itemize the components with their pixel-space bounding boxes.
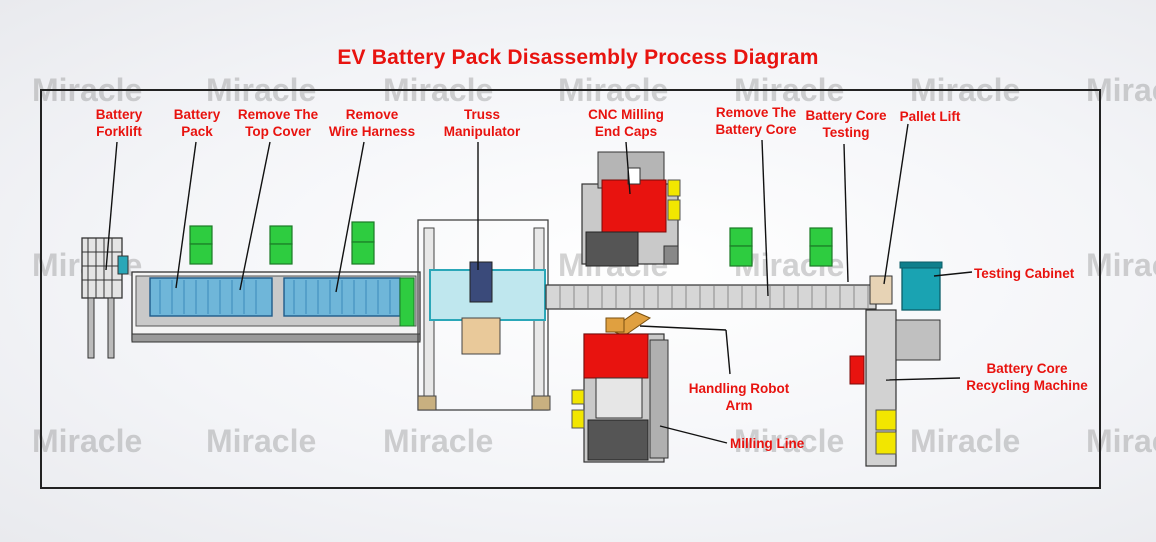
leader-lines [105, 123, 973, 444]
milling-line-machine [571, 333, 669, 463]
watermark: Miracle [1086, 423, 1156, 459]
watermark: Miracle [734, 423, 845, 459]
watermark: Miracle [910, 423, 1021, 459]
label-pallet-lift: Pallet Lift [899, 109, 961, 124]
label-milling-line: Milling Line [730, 436, 805, 451]
cnc-milling-machine [581, 151, 681, 267]
label-testing-cabinet: Testing Cabinet [974, 266, 1075, 281]
diagram-frame [40, 89, 1101, 489]
watermark: Miracle [206, 423, 317, 459]
battery-pack-1 [149, 277, 273, 317]
green-cabinets [189, 221, 833, 267]
roller-conveyor [545, 284, 877, 310]
battery-forklift [81, 237, 129, 359]
handling-robot-arm [605, 311, 652, 337]
watermark: Miracle [1086, 247, 1156, 283]
truss-manipulator [417, 219, 551, 411]
battery-conveyor [131, 271, 421, 343]
watermark: Miracle [383, 423, 494, 459]
diagram-title: EV Battery Pack Disassembly Process Diag… [337, 46, 819, 69]
watermark: Miracle [32, 423, 143, 459]
testing-cabinet [899, 261, 943, 311]
recycling-machine [849, 309, 941, 467]
pallet-lift [869, 275, 893, 305]
